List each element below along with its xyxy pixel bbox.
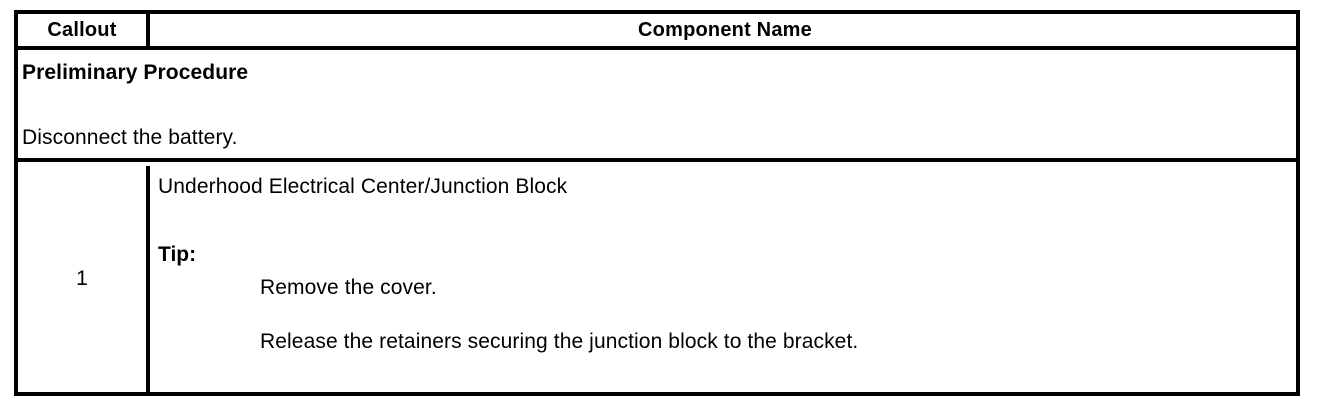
procedure-table: Callout Component Name Preliminary Proce… [14,10,1300,396]
component-name-text: Underhood Electrical Center/Junction Blo… [158,175,568,198]
preliminary-procedure-text: Disconnect the battery. [22,126,238,149]
column-header-callout: Callout [18,14,150,46]
tip-line-2: Release the retainers securing the junct… [260,330,859,353]
column-header-component-name: Component Name [638,18,812,41]
tip-line-1: Remove the cover. [260,276,437,299]
table-header-row: Callout Component Name [18,14,1296,50]
tip-label: Tip: [158,243,197,266]
callout-number: 1 [18,166,150,392]
preliminary-procedure-heading: Preliminary Procedure [22,61,249,84]
table-row: 1 Underhood Electrical Center/Junction B… [18,166,1296,392]
component-cell: Underhood Electrical Center/Junction Blo… [154,166,1296,392]
preliminary-procedure-row: Preliminary Procedure Disconnect the bat… [18,50,1296,162]
